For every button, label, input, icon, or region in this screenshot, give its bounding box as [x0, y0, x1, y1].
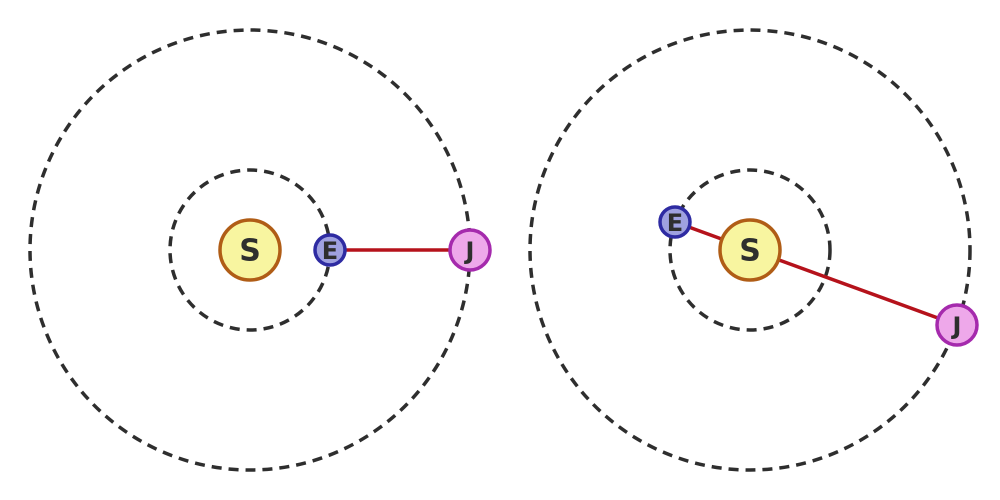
left-jupiter: [448, 228, 492, 272]
right-earth: [658, 205, 692, 239]
left-earth: [313, 233, 347, 267]
right-earth-jupiter-line: [674, 220, 958, 327]
panel-right: S E J: [528, 28, 979, 472]
left-jupiter-label: J: [464, 237, 475, 265]
left-sun-label: S: [239, 234, 261, 269]
left-sun: [218, 218, 282, 282]
right-jupiter-orbit: [528, 28, 972, 472]
right-jupiter-label: J: [951, 312, 962, 340]
right-earth-orbit: [668, 168, 832, 332]
right-earth-label: E: [667, 209, 683, 237]
left-earth-label: E: [322, 237, 338, 265]
panel-left: S E J: [28, 28, 492, 472]
right-jupiter: [935, 303, 979, 347]
right-sun-label: S: [739, 234, 761, 269]
right-sun: [718, 218, 782, 282]
